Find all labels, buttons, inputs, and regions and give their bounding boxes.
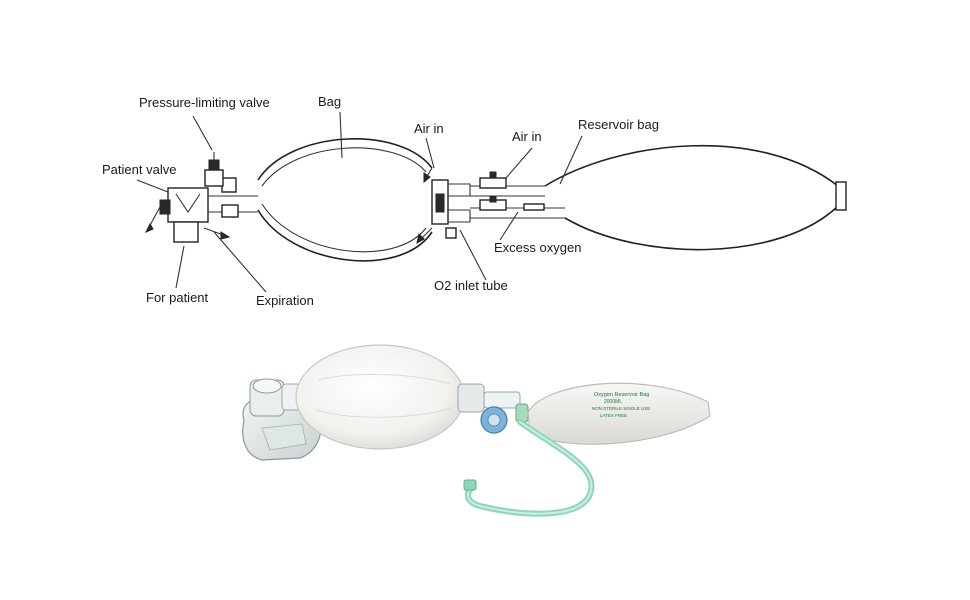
photo-bag — [295, 344, 465, 450]
label-o2-inlet-tube: O2 inlet tube — [434, 278, 508, 293]
label-excess-oxygen: Excess oxygen — [494, 240, 581, 255]
photo-reservoir-bag — [527, 382, 711, 445]
tag-line-1: Oxygen Reservoir Bag — [594, 392, 649, 398]
patient-valve-part — [144, 177, 258, 243]
label-air-in-1: Air in — [414, 121, 444, 136]
tag-line-4: LATEX FREE — [600, 413, 627, 418]
reservoir-bag-shape — [544, 144, 847, 251]
resuscitator-photo: Oxygen Reservoir Bag 2000ML NON STERILE … — [242, 344, 711, 517]
tag-line-3: NON STERILE SINGLE USE — [592, 406, 650, 411]
photo-inlet-valve — [457, 383, 529, 434]
label-patient-valve: Patient valve — [102, 162, 176, 177]
inlet-valve-part — [416, 167, 471, 244]
label-expiration: Expiration — [256, 293, 314, 308]
bag-shape — [257, 138, 433, 262]
label-for-patient: For patient — [146, 290, 209, 305]
reservoir-connector-part — [470, 171, 565, 219]
label-bag: Bag — [318, 94, 341, 109]
label-air-in-2: Air in — [512, 129, 542, 144]
leader-lines — [136, 111, 583, 293]
label-reservoir-bag: Reservoir bag — [578, 117, 659, 132]
schematic-diagram: Pressure-limiting valve Bag Air in Air i… — [102, 94, 847, 308]
tag-line-2: 2000ML — [604, 399, 622, 405]
oxygen-tubing — [463, 419, 595, 517]
pressure-limiting-valve-part — [204, 152, 224, 187]
label-pressure-limiting-valve: Pressure-limiting valve — [139, 95, 270, 110]
reservoir-tag: Oxygen Reservoir Bag 2000ML NON STERILE … — [592, 392, 650, 418]
diagram-labels: Pressure-limiting valve Bag Air in Air i… — [102, 94, 659, 308]
